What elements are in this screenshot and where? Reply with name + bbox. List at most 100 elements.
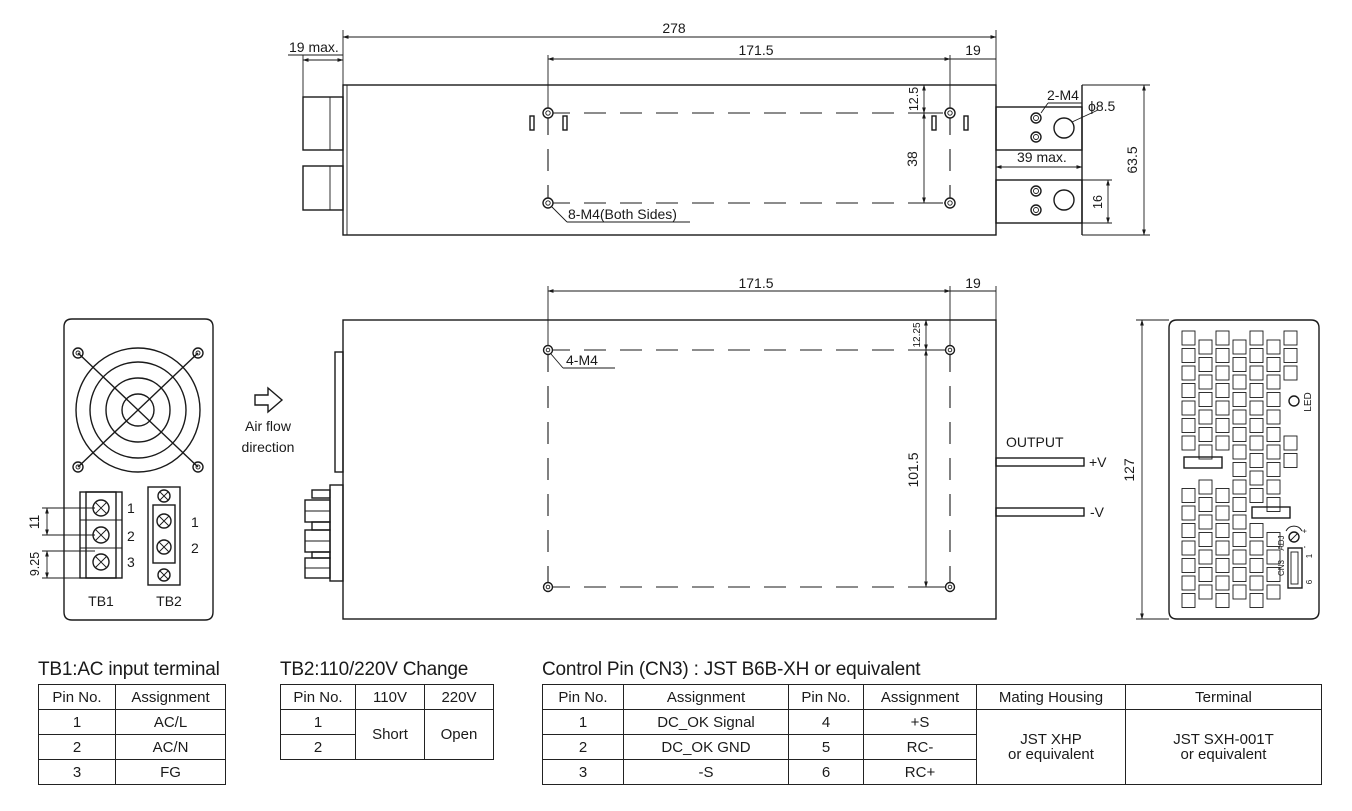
- adj-plus: +: [1300, 528, 1309, 533]
- vent-slot: [1266, 462, 1281, 477]
- vent-slot: [1249, 593, 1264, 608]
- vent-slot: [1215, 348, 1230, 363]
- vent-slot: [1215, 330, 1230, 346]
- cn3-terminal-line2: or equivalent: [1180, 746, 1267, 763]
- front-view-panel: [63, 318, 214, 621]
- tb2-table: Pin No. 110V 220V 1 Short Open 2: [280, 684, 494, 760]
- vent-slot: [1232, 532, 1247, 547]
- vent-slot: [1249, 365, 1264, 381]
- vent-slot: [1198, 392, 1213, 407]
- vent-slot: [1249, 470, 1264, 486]
- vent-slot: [1198, 584, 1213, 600]
- table-row: 3 FG: [38, 759, 226, 785]
- cn3-table-title: Control Pin (CN3) : JST B6B-XH or equiva…: [542, 659, 921, 680]
- vent-slot: [1249, 453, 1264, 468]
- rear-slot-lower: [1251, 506, 1291, 519]
- top-view: 278 19 max. 171.5 19 12.5 38 63.5 39 max…: [288, 20, 1150, 236]
- cn3-cell: RC-: [863, 734, 977, 760]
- vent-slot: [1283, 365, 1298, 381]
- vent-slot: [1266, 479, 1281, 495]
- vent-slot: [1198, 532, 1213, 547]
- vent-slot: [1232, 514, 1247, 530]
- vent-slot: [1232, 479, 1247, 495]
- vent-slot: [1215, 383, 1230, 398]
- vent-slot: [1181, 505, 1196, 521]
- tb1-pin-1: 1: [127, 500, 135, 516]
- rear-view-panel: [1168, 319, 1320, 620]
- cn3-cell: 2: [542, 734, 624, 760]
- vent-slot: [1181, 418, 1196, 433]
- vent-slot: [1232, 584, 1247, 600]
- table-row: 1 DC_OK Signal 4 +S JST XHP or equivalen…: [542, 709, 1322, 785]
- vent-slot: [1215, 558, 1230, 573]
- dim-hole-spacing-side: 171.5: [738, 275, 773, 291]
- vent-slot: [1266, 549, 1281, 565]
- table-row: 2 DC_OK GND 5 RC-: [542, 734, 1322, 760]
- top-view-body: [342, 84, 997, 236]
- cn3-table: Pin No. Assignment Pin No. Assignment Ma…: [542, 684, 1322, 785]
- vent-slot: [1215, 575, 1230, 591]
- cn3-cell: DC_OK GND: [623, 734, 789, 760]
- dim-16: 16: [1091, 195, 1105, 209]
- vent-slot: [1283, 453, 1298, 468]
- vent-slot: [1249, 400, 1264, 416]
- side-view: OUTPUT +V -V 171.5 19 12.25 101.5 4-M4: [304, 275, 1107, 620]
- airflow-label-line1: Air flow: [245, 418, 292, 434]
- vent-slot: [1181, 523, 1196, 538]
- dim-hole-offset-side: 19: [965, 275, 981, 291]
- adj-minus: -: [1300, 545, 1309, 548]
- dim-38: 38: [904, 151, 920, 167]
- front-view: 1 2 3 1 2 TB1 TB2 11 9.25: [26, 318, 214, 621]
- adj-rotate-arrow-icon: [1285, 525, 1303, 532]
- dim-overall-length: 278: [662, 20, 686, 36]
- table-row: 1 AC/L: [38, 709, 226, 735]
- label-8-m4-both-sides: 8-M4(Both Sides): [568, 206, 677, 222]
- tb1-pin-2: 2: [127, 528, 135, 544]
- cn3-cell-housing: JST XHP or equivalent: [976, 709, 1126, 785]
- vent-slot: [1249, 575, 1264, 591]
- vent-slot: [1266, 392, 1281, 407]
- tb2-cell: 1: [280, 709, 356, 735]
- side-view-body: [342, 319, 997, 620]
- vent-slot: [1232, 339, 1247, 355]
- output-wire-plus: [995, 457, 1085, 467]
- vent-slot: [1181, 435, 1196, 451]
- vent-slot: [1181, 348, 1196, 363]
- vent-slot: [1232, 567, 1247, 582]
- tb1-pin-3: 3: [127, 554, 135, 570]
- cn3-cell: 6: [788, 759, 864, 785]
- vent-slot: [1181, 558, 1196, 573]
- tb2-cell-220v: Open: [424, 709, 494, 760]
- vent-slot: [1181, 365, 1196, 381]
- vent-slot: [1181, 400, 1196, 416]
- tb1-cell: 1: [38, 709, 116, 735]
- vent-slot: [1215, 365, 1230, 381]
- cn3-cell: 3: [542, 759, 624, 785]
- vent-slot: [1249, 488, 1264, 503]
- vent-slot: [1181, 330, 1196, 346]
- cn3-cell: RC+: [863, 759, 977, 785]
- cn3-header-assignment-a: Assignment: [623, 684, 789, 710]
- vent-slot: [1232, 357, 1247, 372]
- vent-slot: [1215, 435, 1230, 451]
- vent-slot: [1266, 567, 1281, 582]
- vent-slot: [1215, 523, 1230, 538]
- cn3-pin-6: 6: [1305, 579, 1314, 584]
- tb1-header-pin: Pin No.: [38, 684, 116, 710]
- dim-fan-max: 19 max.: [289, 39, 339, 55]
- vent-slot: [1215, 418, 1230, 433]
- vent-slot: [1198, 497, 1213, 512]
- rear-view: LED ADJ + - CN3 1 6 127: [1121, 319, 1320, 620]
- tb1-cell: AC/N: [115, 734, 226, 760]
- vent-slot: [1232, 497, 1247, 512]
- vent-slot: [1198, 444, 1213, 460]
- vent-slot: [1198, 514, 1213, 530]
- vent-slot: [1232, 392, 1247, 407]
- cn3-housing-line2: or equivalent: [1008, 746, 1094, 763]
- tb1-table-title: TB1:AC input terminal: [38, 659, 220, 680]
- label-2-m4: 2-M4: [1047, 87, 1079, 103]
- dim-12-25: 12.25: [912, 322, 923, 347]
- cn3-cell: -S: [623, 759, 789, 785]
- vent-slot: [1198, 374, 1213, 390]
- cn3-cell-terminal: JST SXH-001T or equivalent: [1125, 709, 1322, 785]
